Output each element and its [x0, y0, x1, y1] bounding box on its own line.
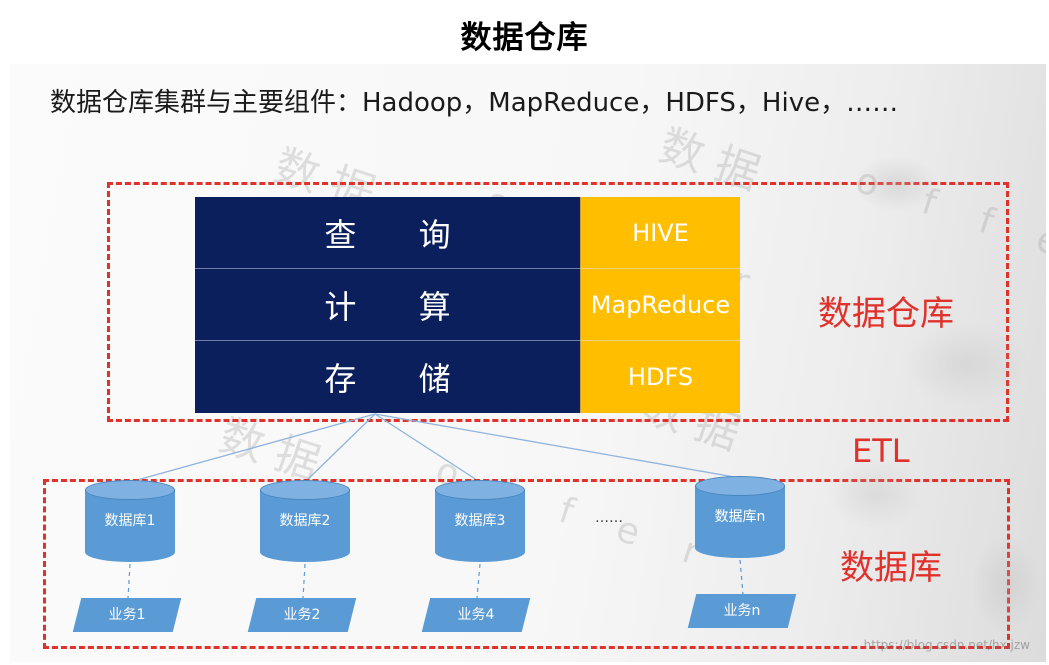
business-box: 业务1: [72, 598, 182, 632]
business-box: 业务2: [247, 598, 357, 632]
etl-connector: [129, 413, 376, 483]
slide: 数据仓库集群与主要组件：Hadoop，MapReduce，HDFS，Hive，……: [10, 64, 1046, 662]
business-box: 业务4: [421, 598, 531, 632]
business-label: 业务4: [457, 607, 495, 623]
etl-connector: [304, 413, 376, 483]
database-label: 数据库1: [104, 513, 156, 529]
database-label-red: 数据库: [840, 548, 942, 588]
etl-connector: [374, 413, 481, 483]
layer-hive-label: HIVE: [580, 197, 740, 269]
database-label: 数据库3: [454, 513, 506, 529]
business-label: 业务2: [283, 607, 321, 623]
database-cylinder: 数据库2: [260, 480, 350, 562]
db-business-connector: [302, 563, 306, 599]
layer-row-storage: 存 储 HDFS: [195, 341, 740, 413]
footer-url: https://blog.csdn.net/hx.jzw: [863, 638, 1030, 652]
database-frame: [43, 479, 1010, 649]
slide-subtitle: 数据仓库集群与主要组件：Hadoop，MapReduce，HDFS，Hive，……: [50, 88, 899, 118]
db-business-connector: [476, 563, 481, 599]
warehouse-layer-stack: 查 询 HIVE 计 算 MapReduce 存 储 HDFS: [195, 197, 740, 413]
layer-compute-label: 计 算: [195, 269, 580, 341]
warehouse-frame: [107, 182, 1009, 422]
database-label: 数据库n: [714, 509, 766, 525]
layer-row-compute: 计 算 MapReduce: [195, 269, 740, 341]
page-title: 数据仓库: [460, 20, 589, 56]
ellipsis-text: ……: [595, 510, 623, 526]
etl-label: ETL: [852, 432, 910, 470]
layer-hdfs-label: HDFS: [580, 341, 740, 413]
business-box: 业务n: [687, 594, 797, 628]
layer-mapreduce-label: MapReduce: [580, 269, 740, 341]
business-label: 业务1: [108, 607, 146, 623]
warehouse-label: 数据仓库: [818, 294, 954, 334]
database-label: 数据库2: [279, 513, 331, 529]
database-cylinder: 数据库1: [85, 480, 175, 562]
layer-query-label: 查 询: [195, 197, 580, 269]
db-business-connector: [739, 559, 744, 595]
etl-connector: [374, 413, 741, 479]
layer-storage-label: 存 储: [195, 341, 580, 413]
database-cylinder: 数据库n: [695, 476, 785, 558]
db-business-connector: [127, 563, 131, 599]
database-cylinder: 数据库3: [435, 480, 525, 562]
connector-lines: [127, 413, 744, 599]
layer-row-query: 查 询 HIVE: [195, 197, 740, 269]
business-label: 业务n: [723, 603, 761, 619]
